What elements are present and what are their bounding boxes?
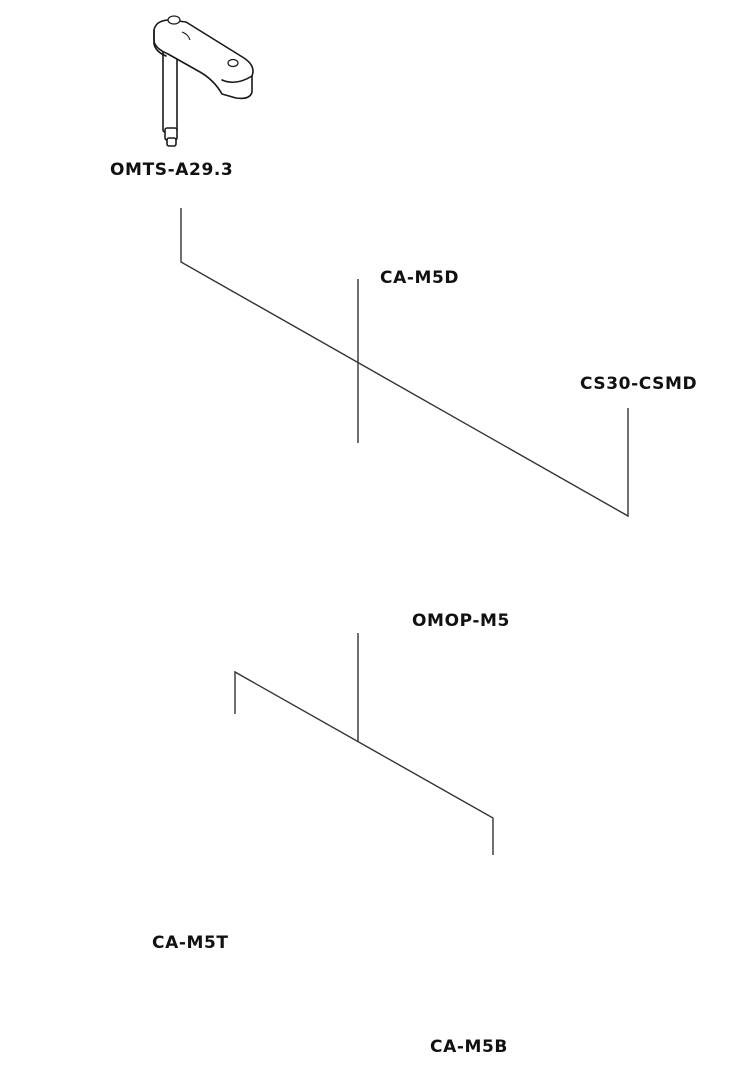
label-omop-m5: OMOP-M5 xyxy=(412,611,510,631)
connector-lines xyxy=(180,208,629,855)
label-ca-m5d: CA-M5D xyxy=(380,268,460,288)
label-ca-m5b: CA-M5B xyxy=(430,1037,508,1057)
label-cs30-csmd: CS30-CSMD xyxy=(580,374,698,394)
connector-omop-to-camt-camb xyxy=(234,670,494,855)
handle-lever-drawing xyxy=(153,15,254,147)
label-omts-a29-3: OMTS-A29.3 xyxy=(110,160,234,180)
label-ca-m5t: CA-M5T xyxy=(152,933,229,953)
connector-omts-to-cs30 xyxy=(180,208,629,518)
